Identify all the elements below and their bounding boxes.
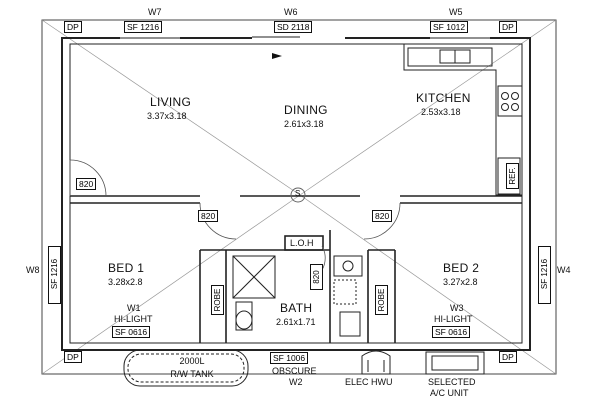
window-w7-code: SF 1216 [124, 21, 163, 33]
door-820-bath: 820 [310, 264, 323, 290]
linen-cupboard-label: L.O.H [290, 238, 314, 248]
room-bed2-name: BED 2 [443, 261, 480, 275]
room-dining-size: 2.61x3.18 [284, 119, 324, 129]
room-living-name: LIVING [150, 95, 192, 109]
robe-bed2-text: ROBE [377, 288, 386, 312]
door-820-bed2: 820 [372, 210, 393, 222]
robe-bed1: ROBE [211, 285, 224, 315]
roof-outline [41, 19, 557, 375]
door-820-bed1: 820 [198, 210, 219, 222]
downpipe-tag-bottom-right: DP [499, 351, 517, 363]
smoke-detector-label: S [295, 189, 301, 198]
room-bed1-size: 3.28x2.8 [108, 277, 143, 287]
room-living-size: 3.37x3.18 [147, 111, 187, 121]
window-w2-label: W2 [289, 377, 303, 387]
robe-bed2: ROBE [375, 285, 388, 315]
window-marks [61, 36, 531, 305]
window-w3-sub: HI-LIGHT [434, 314, 473, 324]
door-820-bath-text: 820 [312, 270, 321, 284]
window-w8-label: W8 [26, 265, 40, 275]
smoke-detector-symbol [290, 187, 306, 203]
window-w1-sub: HI-LIGHT [114, 314, 153, 324]
window-w1-code: SF 0616 [112, 326, 151, 338]
robe-bed1-text: ROBE [213, 288, 222, 312]
room-kitchen-name: KITCHEN [416, 91, 471, 105]
window-w7-label: W7 [148, 7, 162, 17]
bath-fixtures [232, 255, 363, 337]
room-bed2-size: 3.27x2.8 [443, 277, 478, 287]
window-w3-code: SF 0616 [432, 326, 471, 338]
ac-unit-label-line1: SELECTED [428, 377, 476, 387]
ac-unit-label-line2: A/C UNIT [430, 388, 469, 398]
fridge-space-text: REF. [508, 167, 517, 185]
room-bed1-name: BED 1 [108, 261, 145, 275]
window-w2-code: SF 1006 [270, 352, 309, 364]
downpipe-tag-top-right: DP [499, 21, 517, 33]
door-swings [69, 159, 401, 271]
window-w5-code: SF 1012 [430, 21, 469, 33]
hot-water-unit-label: ELEC HWU [345, 377, 393, 387]
downpipe-tag-bottom-left: DP [64, 351, 82, 363]
window-w8-code: SF 1216 [48, 246, 61, 304]
window-w2-sub: OBSCURE [272, 366, 317, 376]
room-bath-size: 2.61x1.71 [276, 317, 316, 327]
room-kitchen-size: 2.53x3.18 [421, 107, 461, 117]
window-w1-label: W1 [127, 303, 141, 313]
room-dining-name: DINING [284, 103, 328, 117]
window-w8-code-text: SF 1216 [50, 258, 59, 290]
kitchen-bench [403, 44, 523, 196]
internal-walls [70, 195, 522, 343]
fridge-space: REF. [506, 163, 519, 189]
window-w4-code: SF 1216 [538, 246, 551, 304]
downpipe-tag-top-left: DP [64, 21, 82, 33]
hot-water-unit-shape [361, 350, 391, 375]
window-w4-label: W4 [557, 265, 571, 275]
window-w6-label: W6 [284, 7, 298, 17]
window-w5-label: W5 [449, 7, 463, 17]
ac-unit-shape [425, 351, 485, 375]
rainwater-tank-label: R/W TANK [170, 369, 214, 379]
sliding-door [252, 36, 345, 45]
roof-hip-lines [41, 19, 557, 375]
window-w4-code-text: SF 1216 [540, 258, 549, 290]
room-bath-name: BATH [280, 301, 313, 315]
rainwater-tank-size: 2000L [179, 356, 205, 366]
sliding-direction-arrow [272, 53, 282, 59]
window-w3-label: W3 [450, 303, 464, 313]
window-w6-code: SD 2118 [274, 21, 313, 33]
rainwater-tank-shape [123, 349, 249, 387]
door-820-living: 820 [76, 178, 97, 190]
